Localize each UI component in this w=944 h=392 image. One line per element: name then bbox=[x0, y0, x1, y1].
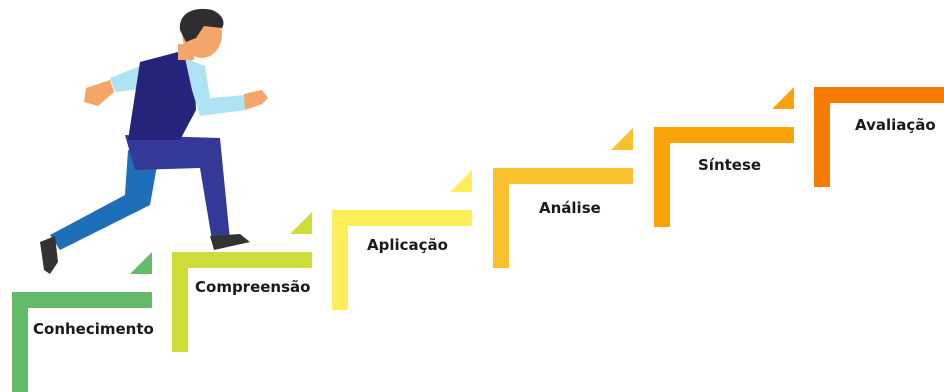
step-label: Análise bbox=[539, 199, 601, 217]
step-conhecimento: Conhecimento bbox=[12, 252, 154, 392]
step-label: Compreensão bbox=[195, 278, 310, 296]
step-label: Síntese bbox=[698, 156, 761, 174]
step-arrow-tip bbox=[450, 170, 472, 192]
step-arrow-tip bbox=[290, 212, 312, 234]
step-riser bbox=[172, 252, 188, 352]
step-sintese: Síntese bbox=[654, 87, 794, 227]
step-arrow-tip bbox=[611, 128, 633, 150]
back-hand bbox=[84, 80, 114, 106]
front-arm bbox=[185, 58, 246, 116]
running-man-figure bbox=[40, 8, 268, 274]
step-aplicacao: Aplicação bbox=[332, 170, 472, 310]
front-shoe bbox=[210, 234, 250, 250]
step-riser bbox=[12, 292, 28, 392]
step-riser bbox=[332, 210, 348, 310]
step-arrow-tip bbox=[772, 87, 794, 109]
step-analise: Análise bbox=[493, 128, 633, 268]
back-shoe bbox=[40, 236, 58, 274]
back-leg bbox=[50, 150, 158, 250]
step-tread bbox=[654, 127, 794, 143]
step-tread bbox=[814, 87, 944, 103]
step-tread bbox=[332, 210, 472, 226]
step-compreensao: Compreensão bbox=[172, 212, 312, 352]
front-leg bbox=[125, 135, 230, 240]
step-riser bbox=[654, 127, 670, 227]
front-hand bbox=[244, 90, 268, 110]
step-label: Conhecimento bbox=[33, 320, 154, 338]
step-tread bbox=[493, 168, 633, 184]
step-avaliacao: Avaliação bbox=[814, 87, 944, 187]
step-tread bbox=[12, 292, 152, 308]
step-riser bbox=[814, 87, 830, 187]
hair bbox=[179, 8, 224, 43]
vest bbox=[128, 52, 196, 140]
step-arrow-tip bbox=[130, 252, 152, 274]
step-riser bbox=[493, 168, 509, 268]
step-label: Avaliação bbox=[855, 116, 936, 134]
step-label: Aplicação bbox=[367, 236, 448, 254]
step-tread bbox=[172, 252, 312, 268]
